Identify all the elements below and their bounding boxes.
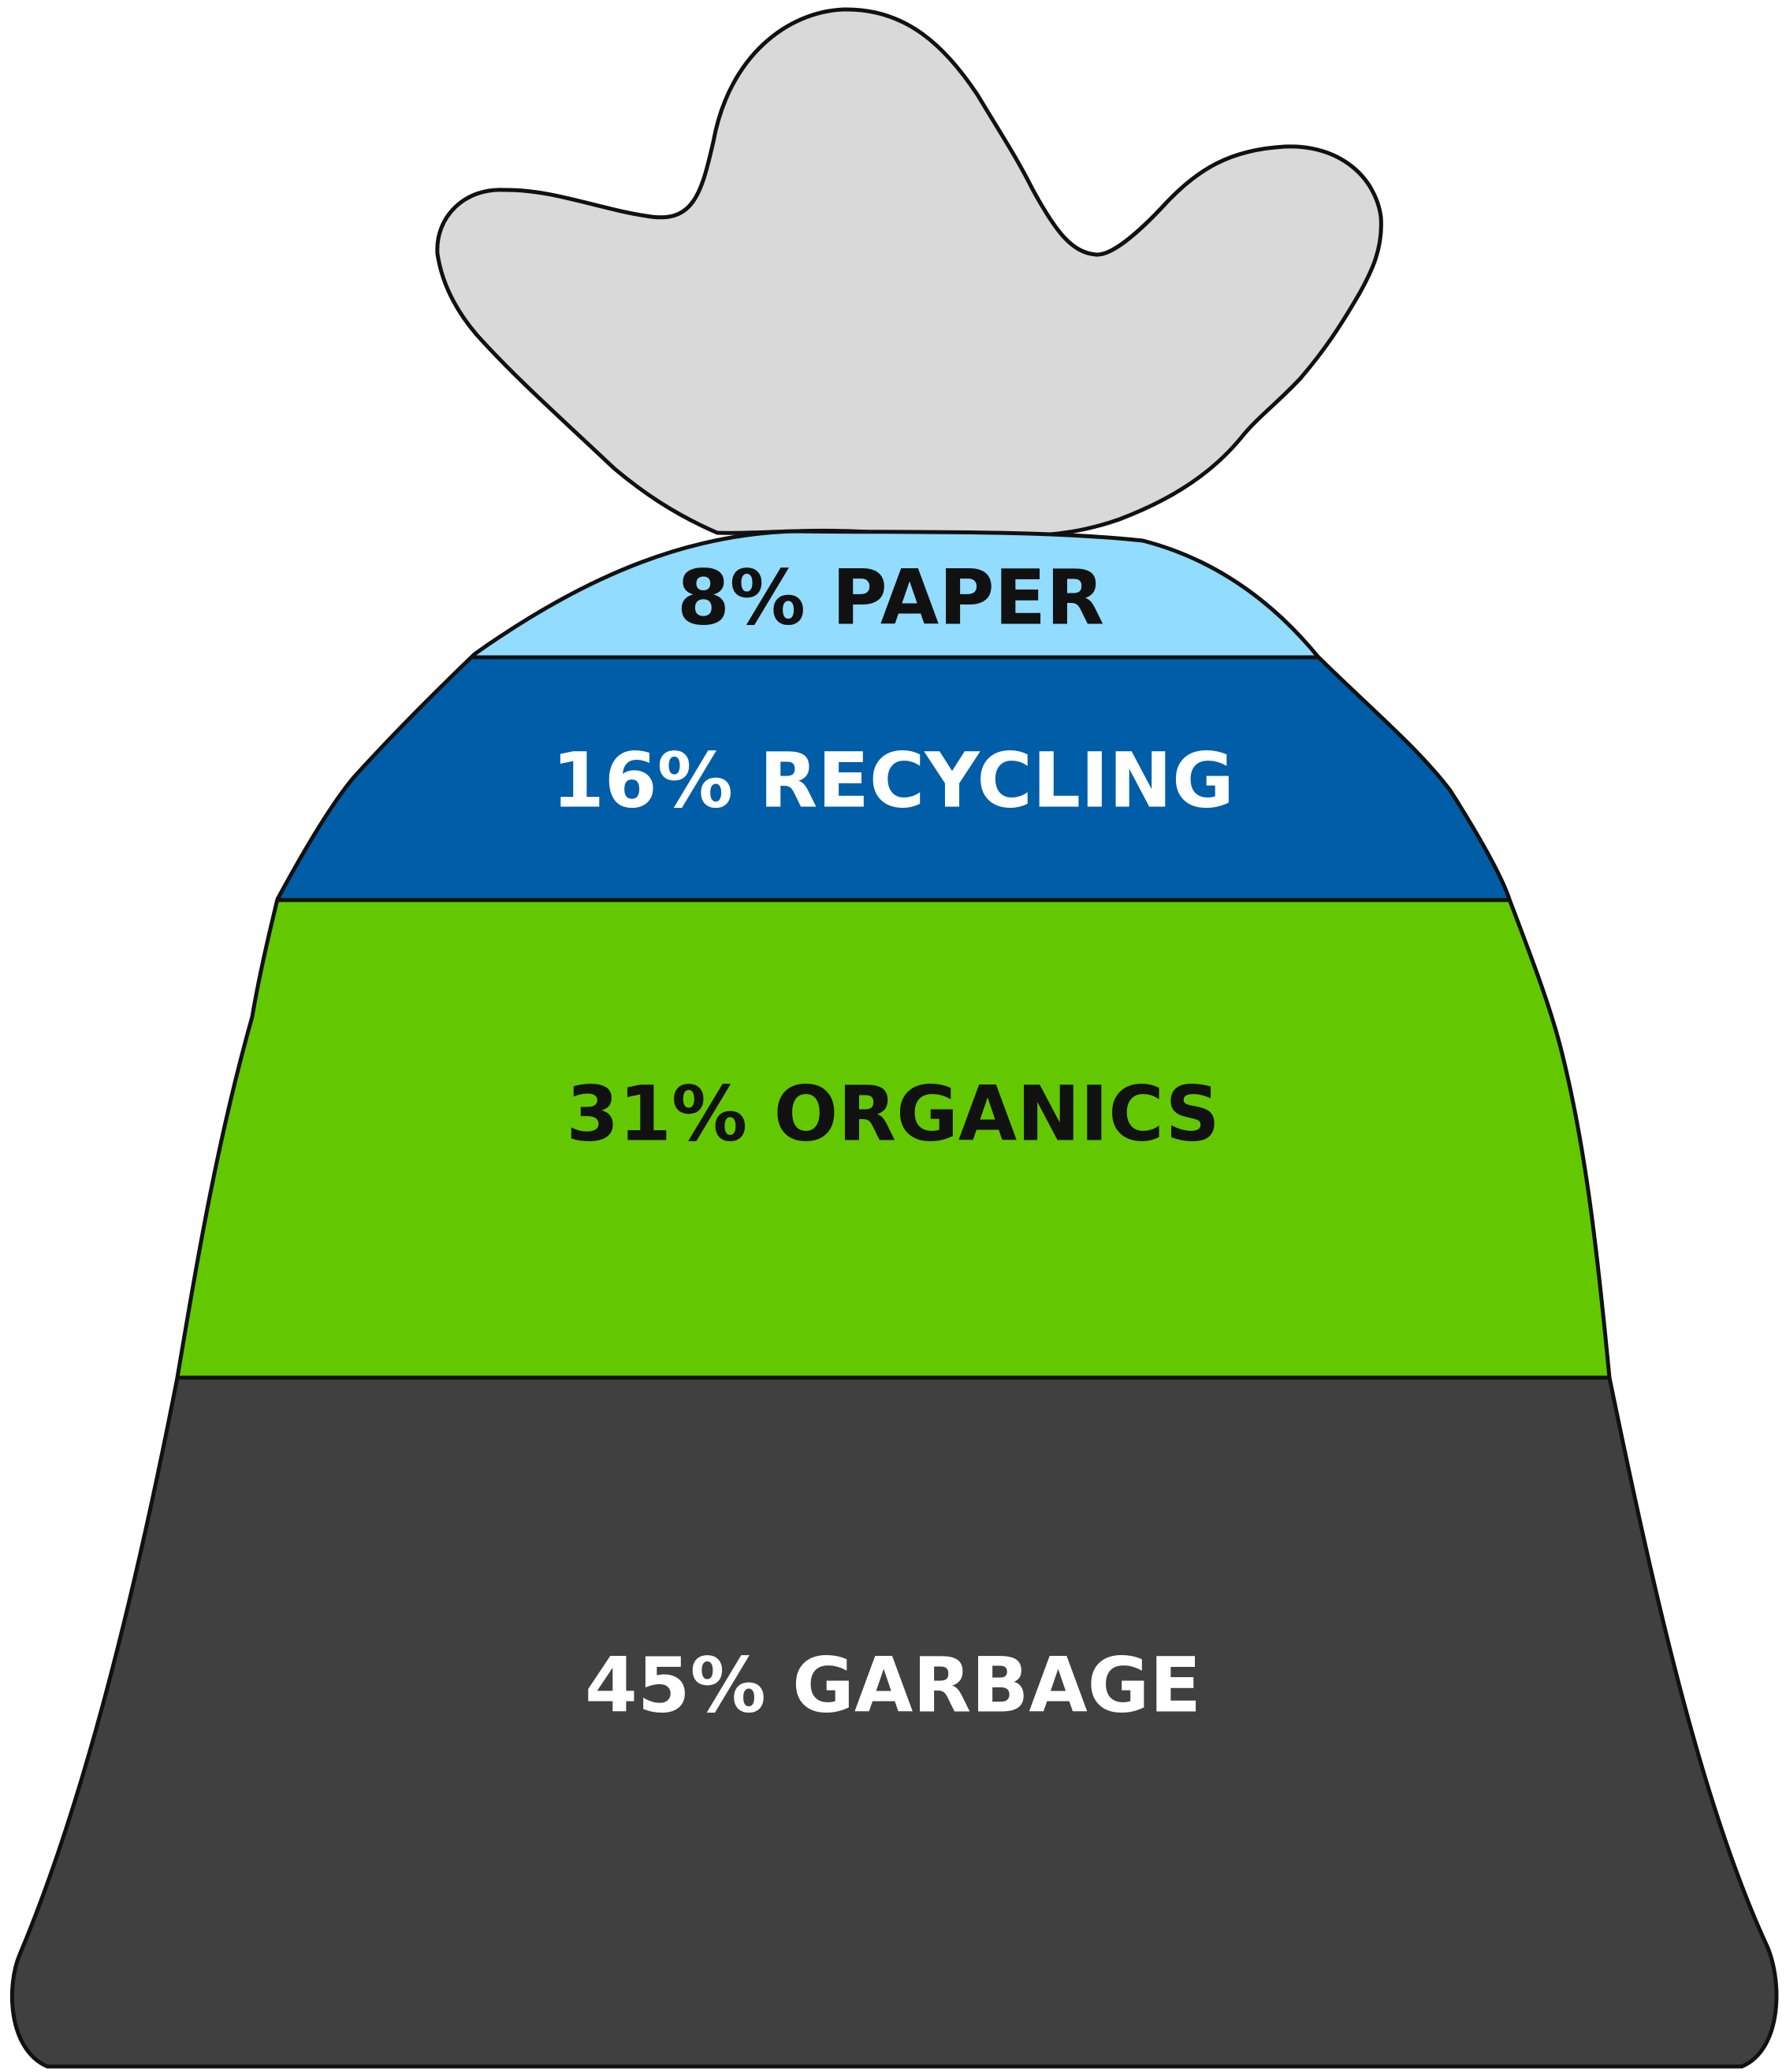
band-label-recycling: 16% RECYCLING [552,736,1234,824]
band-label-paper: 8% PAPER [677,553,1104,642]
bag-body [12,531,1777,2066]
bag-outline [9,529,1779,2069]
bag-knot [435,7,1383,539]
band-garbage [12,1378,1777,2066]
band-organics [12,900,1777,1378]
band-label-garbage: 45% GARBAGE [585,1641,1201,1729]
band-label-organics: 31% ORGANICS [566,1069,1219,1158]
